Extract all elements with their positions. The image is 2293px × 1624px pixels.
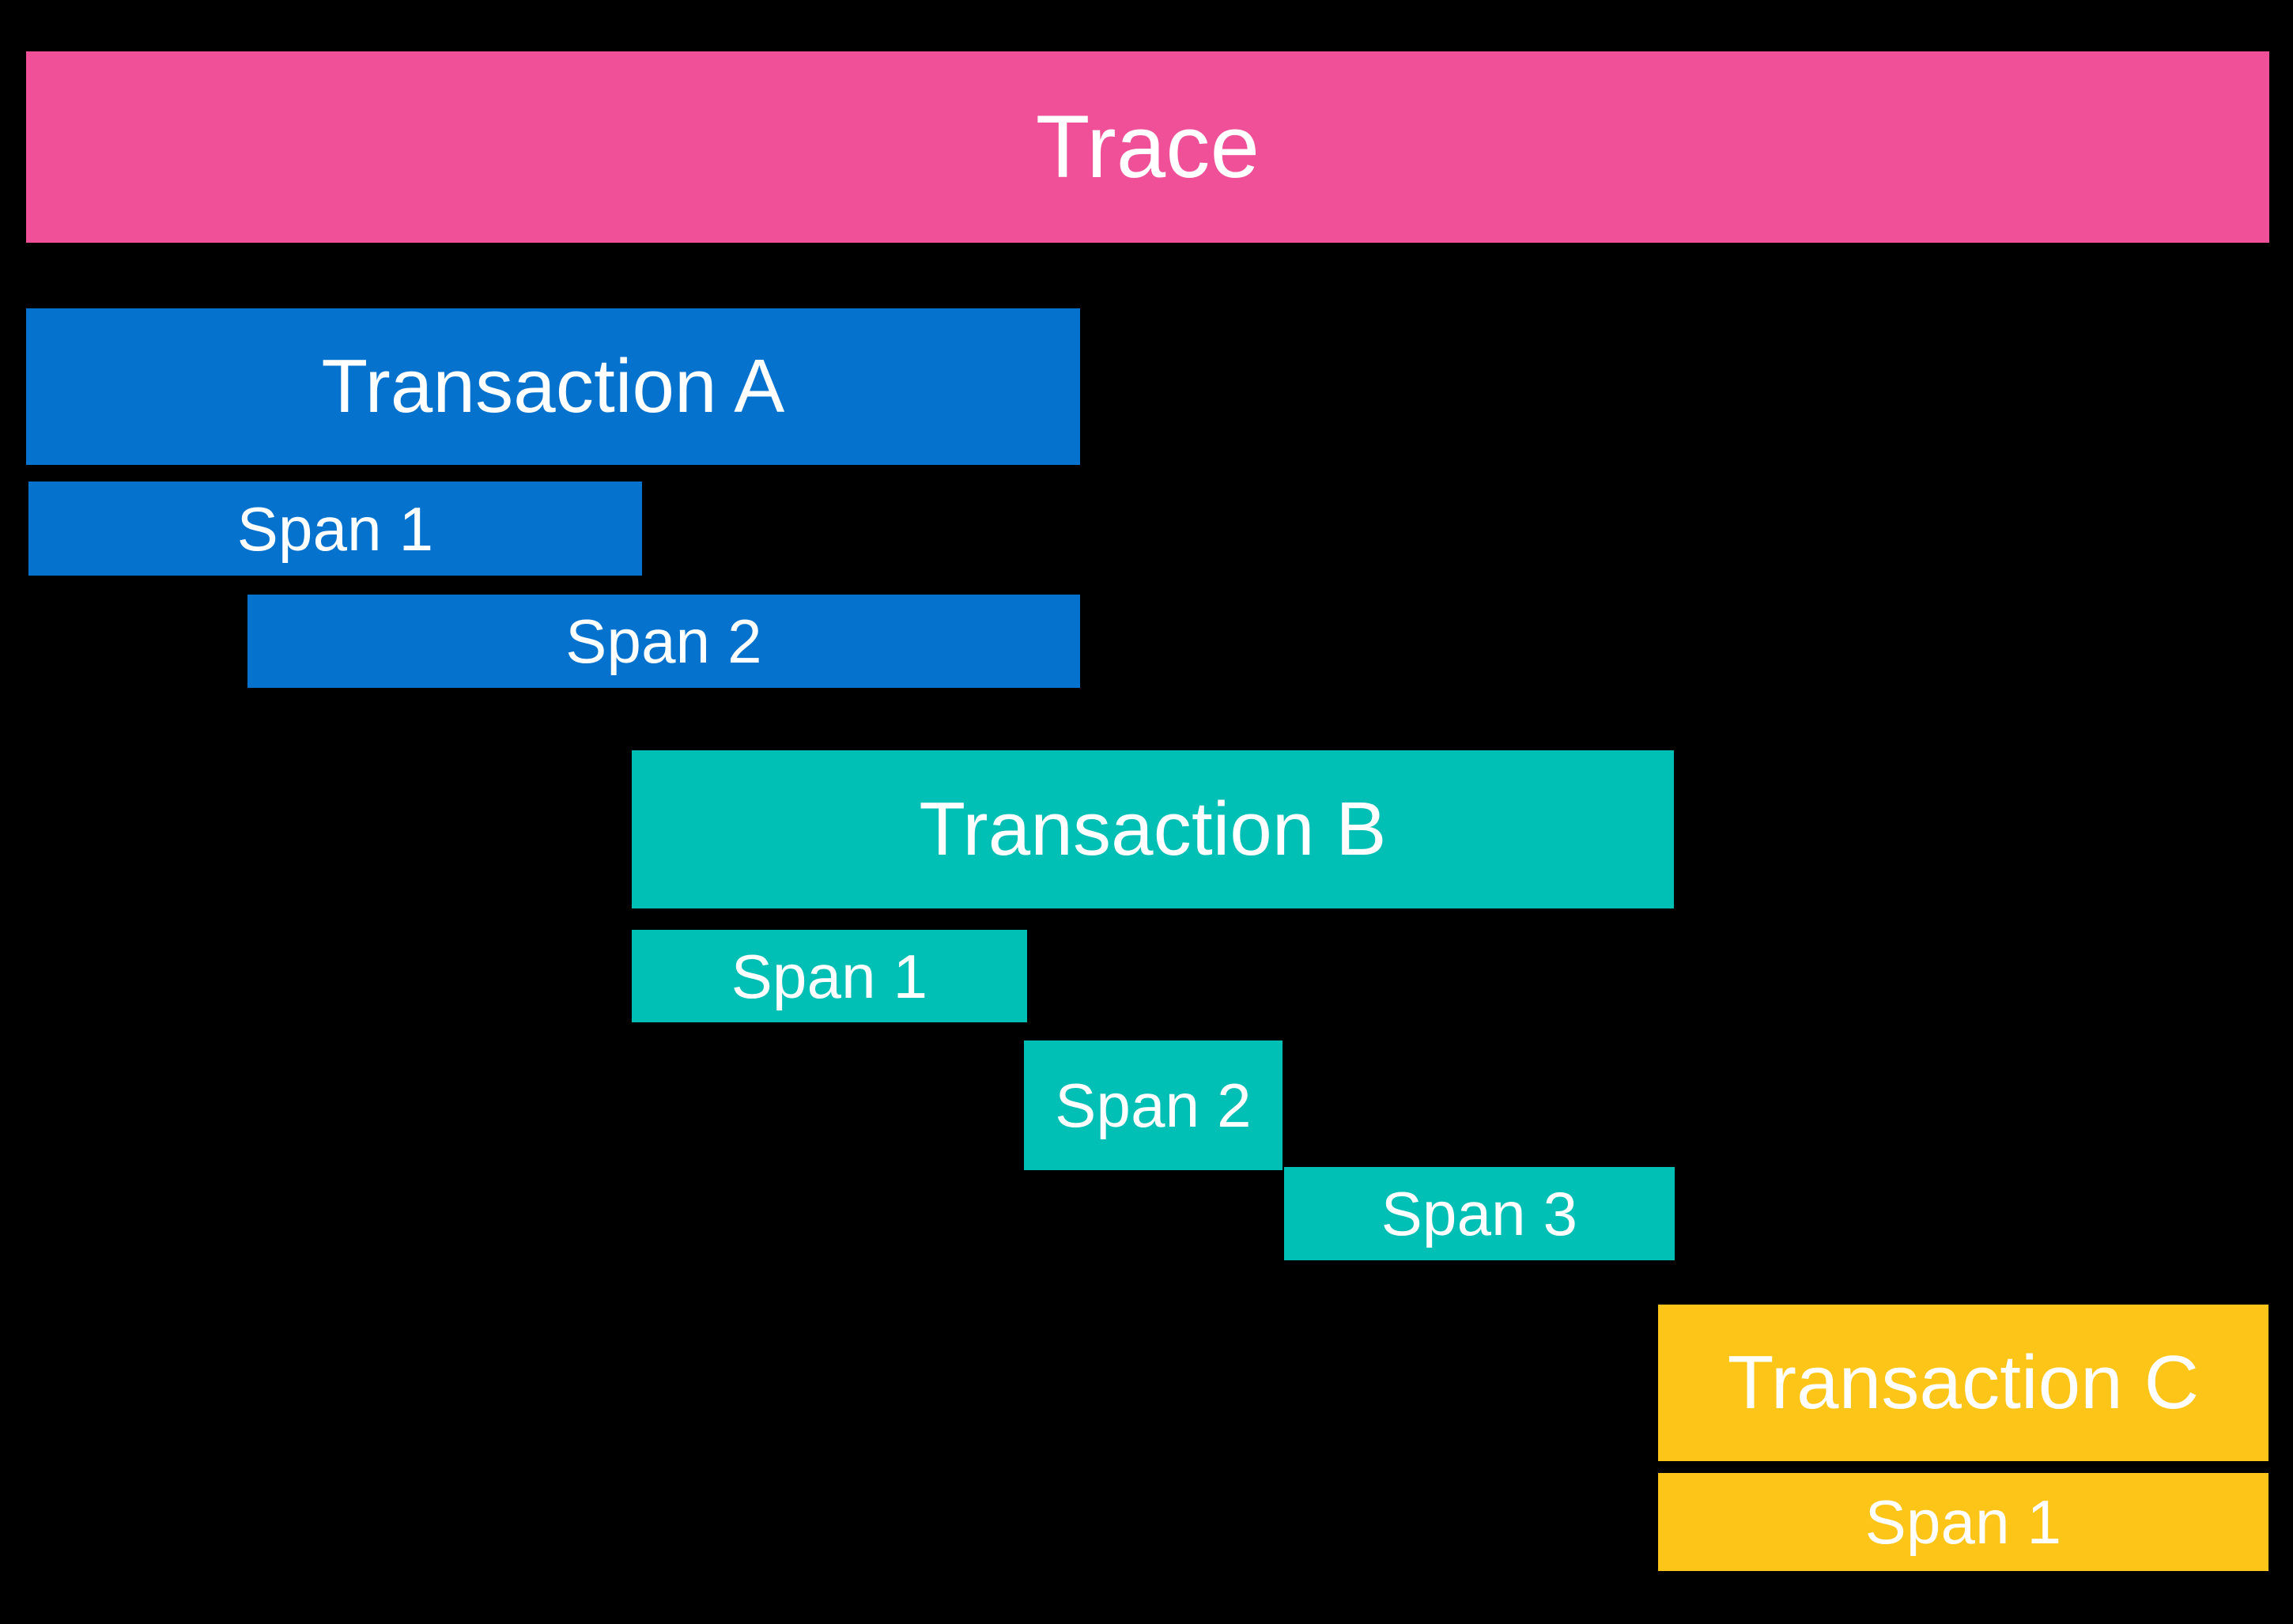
trace-bar[interactable]: Trace (26, 51, 2269, 243)
transaction-c-bar[interactable]: Transaction C (1658, 1305, 2268, 1461)
transaction-b-span-1-bar[interactable]: Span 1 (632, 930, 1027, 1022)
transaction-b-span-2-bar[interactable]: Span 2 (1024, 1040, 1282, 1170)
transaction-b-label: Transaction B (919, 787, 1387, 871)
transaction-c-span-1-bar[interactable]: Span 1 (1658, 1473, 2268, 1571)
transaction-a-span-1-bar[interactable]: Span 1 (28, 482, 642, 576)
transaction-b-span-2-label: Span 2 (1055, 1071, 1252, 1140)
transaction-b-span-3-label: Span 3 (1381, 1179, 1578, 1248)
transaction-a-span-2-bar[interactable]: Span 2 (247, 595, 1080, 688)
transaction-b-span-3-bar[interactable]: Span 3 (1284, 1167, 1675, 1260)
transaction-a-span-2-label: Span 2 (565, 606, 762, 676)
transaction-c-span-1-label: Span 1 (1864, 1487, 2062, 1557)
trace-bar-label: Trace (1035, 97, 1260, 196)
transaction-b-span-1-label: Span 1 (731, 941, 928, 1011)
transaction-c-label: Transaction C (1727, 1340, 2200, 1425)
transaction-b-bar[interactable]: Transaction B (632, 750, 1674, 908)
transaction-a-bar[interactable]: Transaction A (26, 308, 1080, 465)
transaction-a-label: Transaction A (321, 344, 785, 429)
transaction-a-span-1-label: Span 1 (236, 493, 434, 564)
